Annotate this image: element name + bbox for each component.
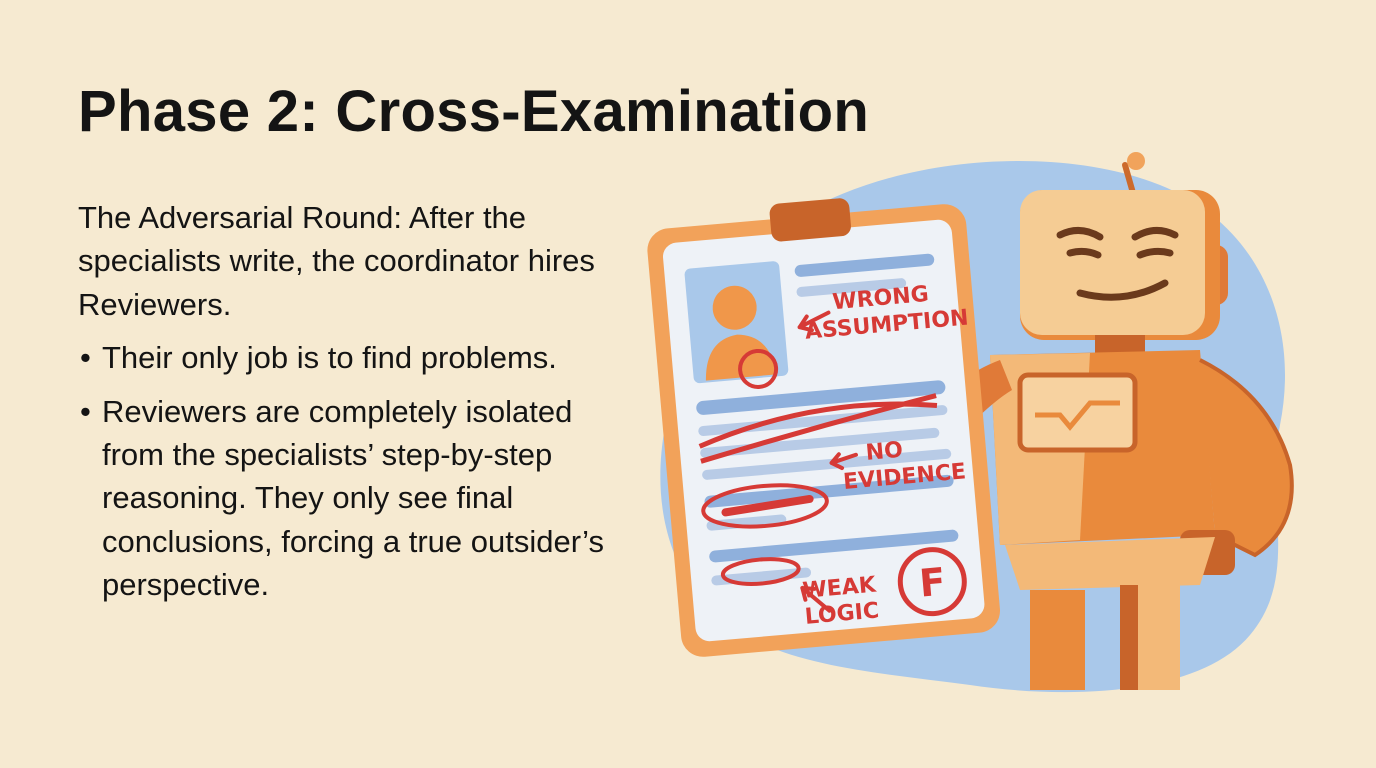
slide-body: The Adversarial Round: After the special… xyxy=(78,196,638,617)
bullet-dot-icon: • xyxy=(80,340,91,376)
avatar-icon xyxy=(684,261,789,384)
slide-title: Phase 2: Cross-Examination xyxy=(78,79,870,144)
bullet-list: • Their only job is to find problems. • … xyxy=(78,336,638,606)
clipboard-icon: WRONG ASSUMPTION NO EVIDENCE WEAK LOGIC … xyxy=(647,198,1001,657)
intro-paragraph: The Adversarial Round: After the special… xyxy=(78,200,595,322)
bullet-item: • Their only job is to find problems. xyxy=(78,336,638,379)
robot-reviewer-illustration: WRONG ASSUMPTION NO EVIDENCE WEAK LOGIC … xyxy=(647,152,1294,693)
grade-letter: F xyxy=(918,560,948,606)
arrow-icon xyxy=(797,310,858,613)
grade-circle-icon: F xyxy=(897,547,967,617)
bullet-text: Reviewers are completely isolated from t… xyxy=(102,393,605,603)
bullet-item: • Reviewers are completely isolated from… xyxy=(78,390,638,607)
robot-icon xyxy=(940,152,1294,690)
bullet-text: Their only job is to find problems. xyxy=(102,340,557,376)
bullet-dot-icon: • xyxy=(80,393,91,429)
annotation-no: NO xyxy=(865,438,904,466)
